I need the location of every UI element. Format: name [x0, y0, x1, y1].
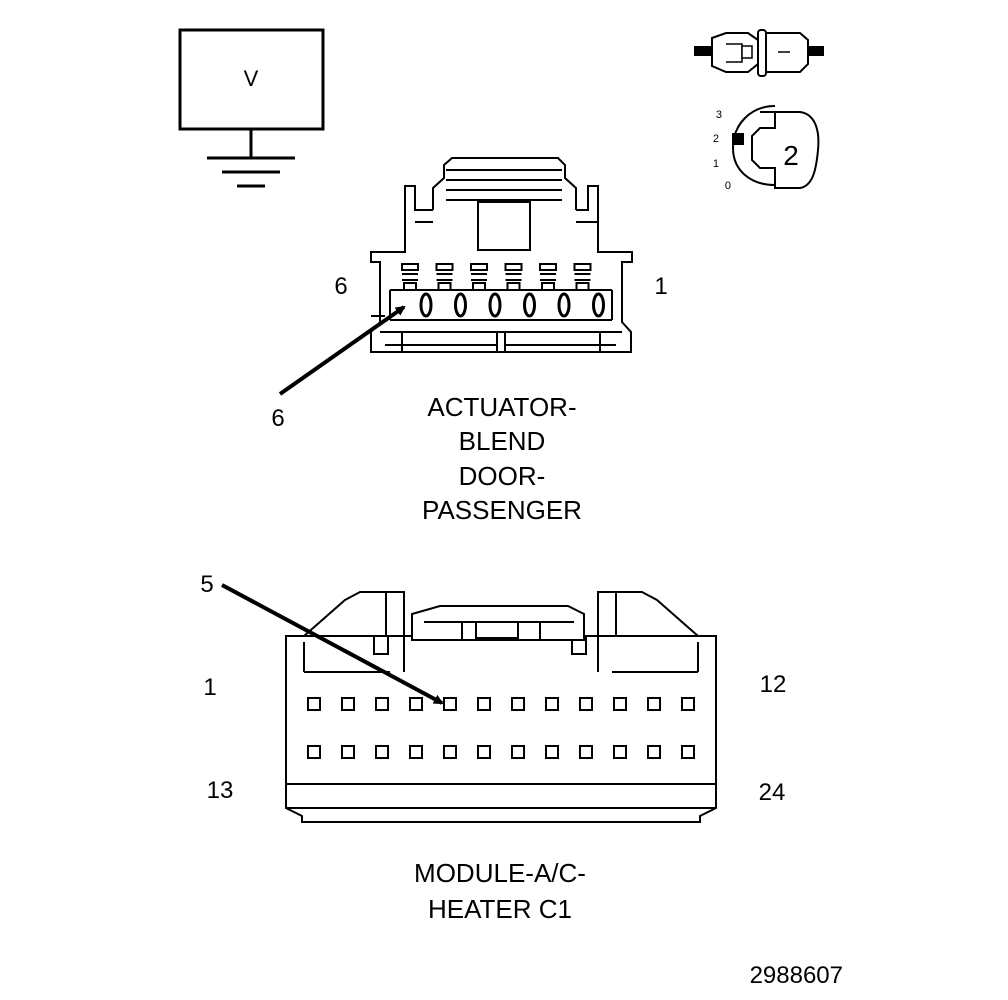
- voltmeter-box: [178, 28, 325, 131]
- module-pin-cavity: [647, 745, 661, 759]
- selector-position-1: 1: [713, 158, 719, 170]
- module-pin-cavity: [545, 745, 559, 759]
- figure-id: 2988607: [750, 962, 843, 989]
- module-pin-cavity: [341, 697, 355, 711]
- selector-switch-icon: 3 2 1 0 2: [713, 105, 820, 192]
- module-pin-cavity: [579, 745, 593, 759]
- module-title-line: MODULE-A/C-: [414, 858, 586, 888]
- actuator-title-line: ACTUATOR-: [427, 392, 576, 422]
- module-pin-cavity: [375, 745, 389, 759]
- actuator-pin: [401, 263, 433, 318]
- actuator-pin-left-label: 6: [334, 273, 347, 300]
- actuator-pointer-arrow: [278, 305, 406, 396]
- actuator-title-line: DOOR-: [459, 461, 546, 491]
- voltmeter-symbol: V: [178, 28, 325, 188]
- actuator-pin-right-label: 1: [654, 273, 667, 300]
- module-pin-bottom-right-label: 24: [759, 779, 786, 806]
- module-pin-cavity: [545, 697, 559, 711]
- module-pointer-arrow: [221, 583, 444, 705]
- actuator-pin: [470, 263, 502, 318]
- actuator-pin: [504, 263, 536, 318]
- module-pin-bottom-left-label: 13: [207, 777, 234, 804]
- module-pin-cavity: [409, 697, 423, 711]
- module-pin-top-right-label: 12: [760, 671, 787, 698]
- module-pin-cavity: [681, 745, 695, 759]
- actuator-pin-row: [401, 263, 605, 318]
- selector-position-2: 2: [713, 133, 719, 145]
- module-pin-cavity: [443, 697, 457, 711]
- module-pin-cavity: [647, 697, 661, 711]
- actuator-title: ACTUATOR- BLEND DOOR- PASSENGER: [422, 392, 582, 525]
- module-pin-cavity: [511, 697, 525, 711]
- module-pin-cavity: [375, 697, 389, 711]
- actuator-pointer-label: 6: [271, 405, 284, 432]
- actuator-pin: [435, 263, 467, 318]
- module-pin-cavity: [477, 697, 491, 711]
- selector-knob-label: 2: [783, 140, 799, 171]
- module-pin-cavity: [409, 745, 423, 759]
- module-pin-grid: [307, 697, 695, 759]
- module-pin-cavity: [307, 697, 321, 711]
- module-pin-cavity: [613, 745, 627, 759]
- probe-icon: [694, 29, 824, 77]
- actuator-pin: [539, 263, 571, 318]
- module-pin-cavity: [307, 745, 321, 759]
- module-pin-top-left-label: 1: [203, 674, 216, 701]
- module-pin-cavity: [477, 745, 491, 759]
- module-pin-cavity: [681, 697, 695, 711]
- selector-position-3: 3: [716, 109, 722, 121]
- module-title-line: HEATER C1: [428, 894, 572, 924]
- selector-position-0: 0: [725, 180, 731, 192]
- module-title: MODULE-A/C- HEATER C1: [414, 858, 586, 924]
- module-pin-cavity: [341, 745, 355, 759]
- actuator-connector: [370, 157, 633, 353]
- module-connector: [285, 591, 717, 823]
- module-pin-cavity: [613, 697, 627, 711]
- module-pin-cavity: [579, 697, 593, 711]
- voltmeter-label: V: [244, 66, 259, 91]
- actuator-pin: [573, 263, 605, 318]
- module-pin-cavity: [511, 745, 525, 759]
- actuator-title-line: PASSENGER: [422, 495, 582, 525]
- ground-icon: [207, 129, 295, 188]
- module-pointer-label: 5: [200, 571, 213, 598]
- selector-indicator-icon: [732, 133, 744, 145]
- module-pin-cavity: [443, 745, 457, 759]
- actuator-title-line: BLEND: [459, 426, 546, 456]
